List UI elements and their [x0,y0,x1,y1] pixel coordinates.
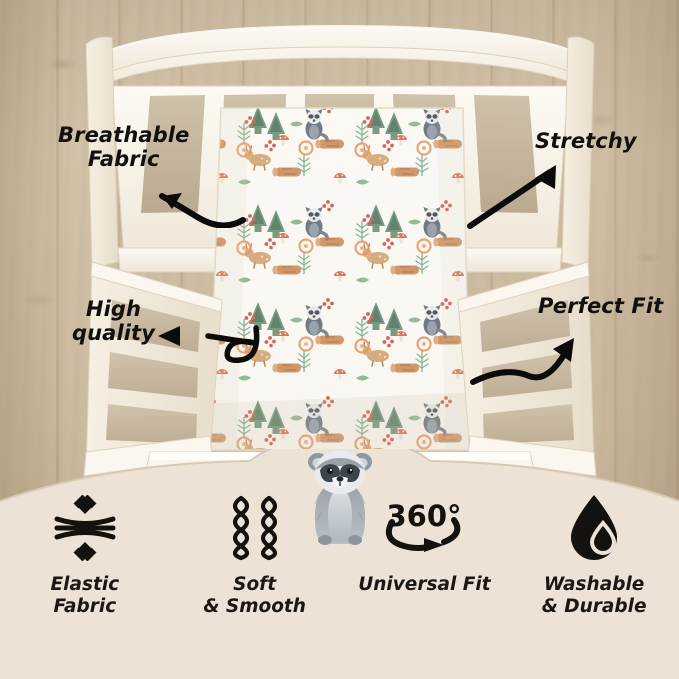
fitted-crib-sheet [207,107,471,451]
water-droplet-icon [563,489,625,567]
feature-elastic-fabric: Elastic Fabric [0,489,170,618]
feature-caption: Soft & Smooth [203,574,306,618]
crib-side-rail-left [83,261,223,477]
feature-washable-durable: Washable & Durable [509,489,679,618]
feature-caption: Elastic Fabric [50,574,120,618]
feature-caption: Universal Fit [358,574,491,595]
feature-list: Elastic Fabric Soft & Smooth 360° [0,489,679,679]
callout-stretchy: Stretchy [535,129,637,153]
feature-universal-fit: 360° Universal Fit [340,489,510,596]
raccoon-mascot [308,450,372,545]
callout-breathable-fabric: Breathable Fabric [58,123,190,171]
rotation-360-icon: 360° [372,489,476,567]
elastic-compression-icon [49,489,121,567]
feature-soft-smooth: Soft & Smooth [170,489,340,618]
rotation-badge-text: 360° [387,499,462,533]
twisted-fiber-icon [219,489,291,567]
callout-perfect-fit: Perfect Fit [538,294,664,318]
features-panel [0,449,679,679]
callout-high-quality: High quality [72,297,155,345]
feature-caption: Washable & Durable [541,574,647,618]
